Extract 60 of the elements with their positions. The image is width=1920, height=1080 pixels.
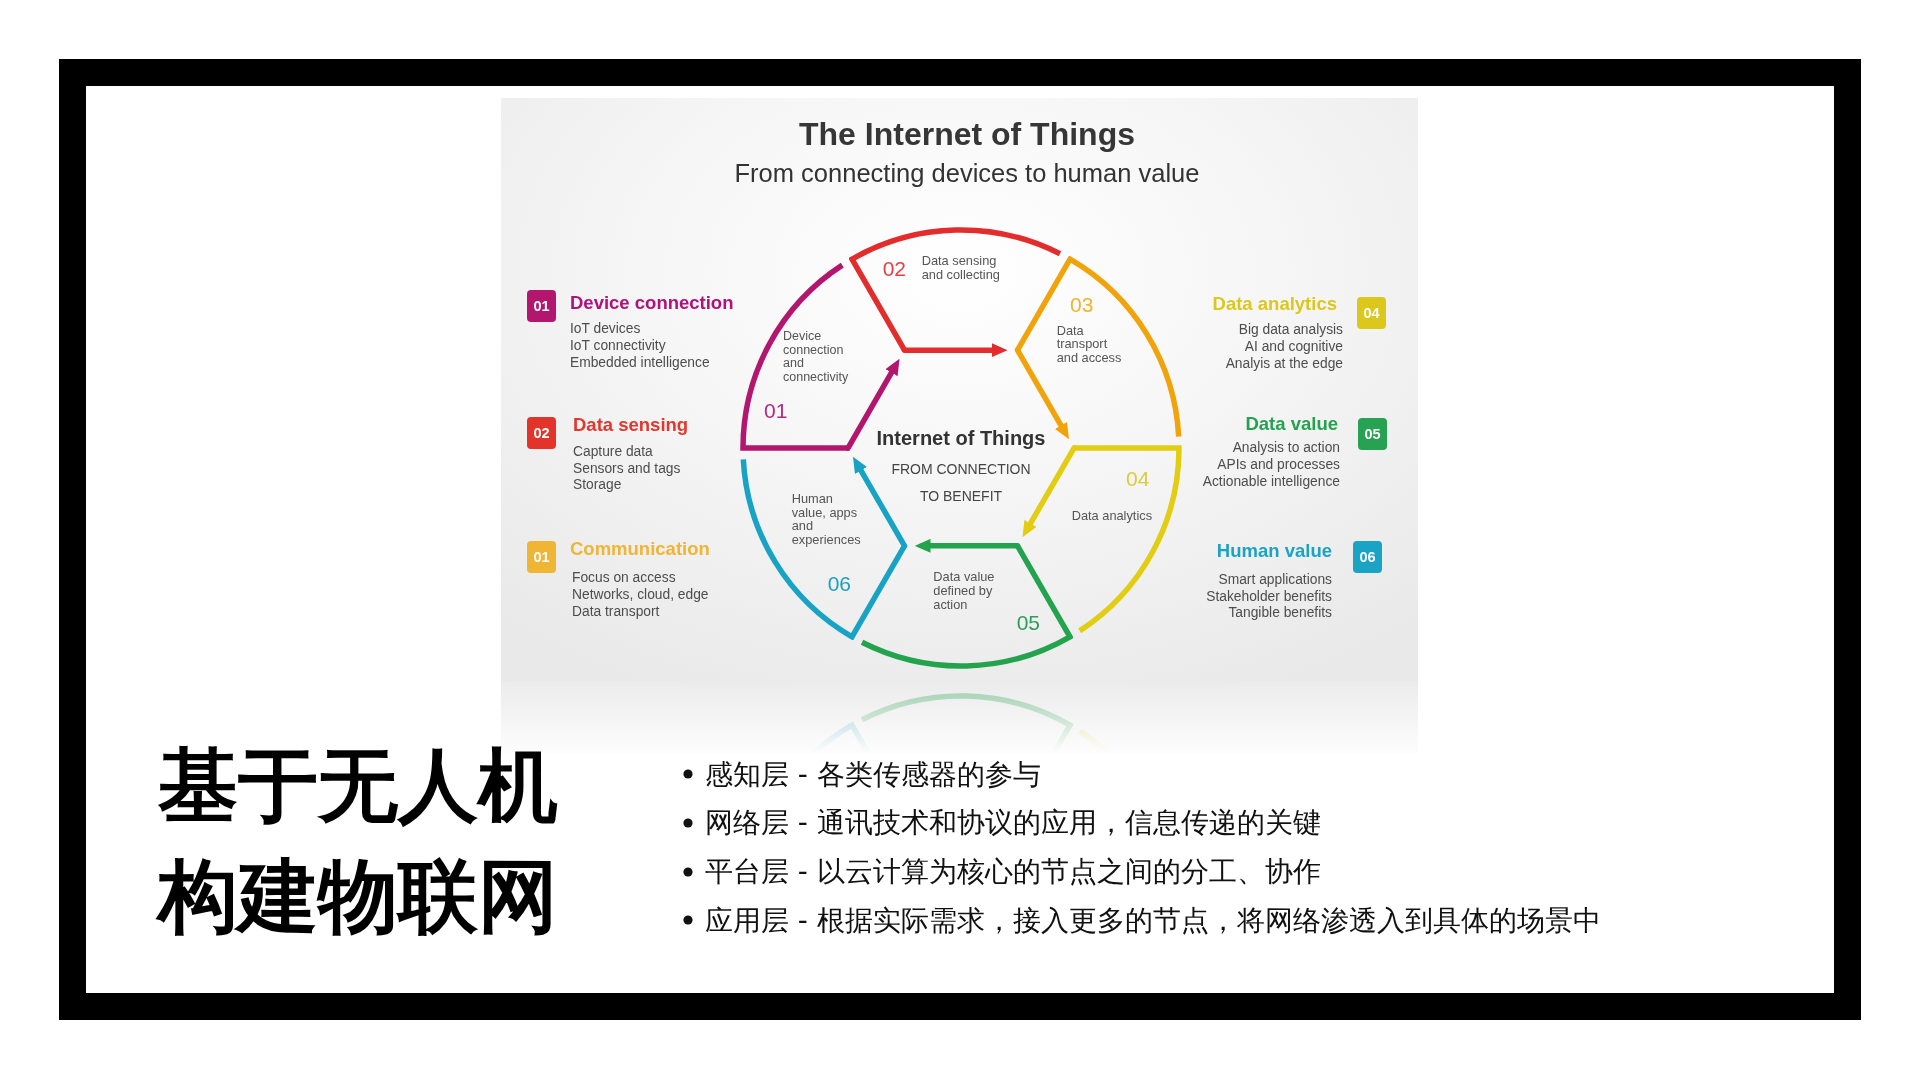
slide-title: 基于无人机构建物联网 [158, 738, 559, 945]
segment-number: 05 [1016, 610, 1041, 635]
number-badge: 01 [527, 290, 556, 322]
segment-text: Data value defined by action [933, 570, 996, 612]
item-text: IoT devices [570, 321, 641, 338]
item-text: AI and cognitive [1244, 339, 1343, 356]
infographic-subtitle: From connecting devices to human value [734, 158, 1200, 188]
segment-number: 04 [1126, 467, 1150, 492]
bullet-text: 平台层 - 以云计算为核心的节点之间的分工、协作 [705, 854, 1321, 889]
segment-text: Data transport and access [1056, 323, 1123, 365]
segment-number: 02 [882, 257, 907, 282]
number-badge: 04 [1357, 297, 1386, 329]
center-subtitle: FROM CONNECTION TO BENEFIT [890, 460, 1032, 506]
segment-text: Data analytics [1071, 508, 1153, 523]
cycle-segment [1071, 445, 1182, 634]
number-badge: 02 [527, 417, 556, 449]
infographic-title: The Internet of Things [799, 115, 1135, 153]
arrow [845, 358, 900, 451]
cycle-segment [740, 262, 851, 451]
item-text: Sensors and tags [573, 461, 681, 478]
arrow [914, 538, 1021, 553]
item-text: Networks, cloud, edge [572, 587, 709, 604]
segment-number: 01 [764, 399, 788, 423]
bullet-text: 感知层 - 各类传感器的参与 [705, 756, 1041, 792]
item-heading: Device connection [570, 292, 734, 314]
item-text: Capture data [573, 444, 653, 461]
arrow [853, 456, 908, 549]
item-text: Smart applications [1218, 572, 1332, 589]
bullet-text: 应用层 - 根据实际需求，接入更多的节点，将网络渗透入到具体的场景中 [705, 902, 1601, 938]
item-text: Data transport [572, 603, 660, 621]
item-heading: Human value [1216, 540, 1332, 562]
segment-number: 03 [1070, 293, 1094, 318]
number-badge: 06 [1353, 541, 1382, 573]
arrow [1014, 347, 1069, 440]
number-badge: 05 [1358, 418, 1387, 450]
item-text: Analyis at the edge [1225, 355, 1343, 373]
item-text: Stakeholder benefits [1206, 588, 1332, 606]
cycle-segment [859, 542, 1073, 669]
item-heading: Communication [570, 537, 710, 560]
item-text: APIs and processes [1217, 457, 1340, 474]
item-heading: Data value [1245, 412, 1338, 435]
item-text: Tangible benefits [1228, 605, 1332, 622]
item-text: Embedded intelligence [570, 354, 710, 371]
item-text: Actionable intelligence [1202, 473, 1340, 491]
segment-text: Data sensing and collecting [921, 253, 1001, 282]
item-text: Analysis to action [1232, 440, 1340, 457]
arrow [901, 343, 1008, 358]
segment-text: Human value, apps and experiences [791, 492, 862, 547]
arrow [1022, 445, 1077, 538]
item-heading: Data sensing [573, 414, 689, 436]
segment-text: Device connection and connectivity [783, 329, 849, 385]
item-text: Big data analysis [1238, 322, 1343, 339]
segment-number: 06 [827, 572, 852, 597]
number-badge: 01 [527, 541, 556, 573]
item-text: Storage [573, 477, 622, 494]
item-heading: Data analytics [1212, 293, 1337, 316]
bullet-text: 网络层 - 通讯技术和协议的应用，信息传递的关键 [705, 805, 1321, 840]
item-text: Focus on access [572, 570, 676, 587]
item-text: IoT connectivity [570, 338, 666, 355]
center-title: Internet of Things [876, 426, 1046, 450]
